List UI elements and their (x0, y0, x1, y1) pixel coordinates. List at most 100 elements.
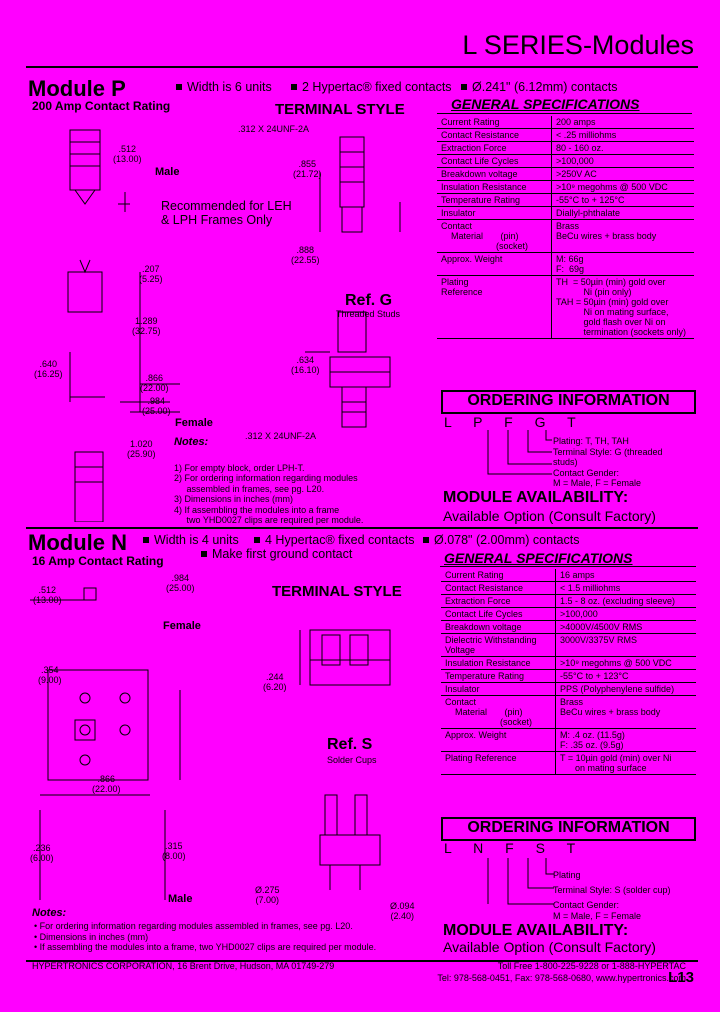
dim-label: 1.289(32.75) (132, 316, 161, 336)
spec-row: Insulation Resistance>10⁹ megohms @ 500 … (441, 656, 696, 670)
module-n-ordering-box: ORDERING INFORMATION (441, 817, 696, 841)
spec-row: Breakdown voltage>250V AC (437, 167, 694, 181)
footer-tel: Tel: 978-568-0451, Fax: 978-568-0680, ww… (437, 973, 686, 983)
dim-label: .512(13.00) (113, 144, 142, 164)
spec-value: M: 66g F: 69g (551, 252, 694, 276)
spec-value: 3000V/3375V RMS (555, 633, 696, 657)
spec-rule (440, 566, 696, 567)
spec-value: >10⁹ megohms @ 500 VDC (551, 180, 694, 194)
spec-key: Dielectric Withstanding Voltage (441, 633, 556, 657)
module-p-title: Module P (28, 76, 126, 101)
module-n-title: Module N (28, 530, 127, 555)
module-p-rating: 200 Amp Contact Rating (32, 99, 171, 113)
footer-company: HYPERTRONICS CORPORATION, 16 Brent Drive… (32, 961, 335, 971)
dim-label: .634(16.10) (291, 355, 320, 375)
spec-value: Brass BeCu wires + brass body (555, 695, 696, 729)
spec-value: >250V AC (551, 167, 694, 181)
module-p-feature: Ø.241" (6.12mm) contacts (461, 80, 617, 94)
module-p-avail-title: MODULE AVAILABILITY: (443, 489, 629, 506)
bullet-icon (254, 537, 260, 544)
dim-label: .888(22.55) (291, 245, 320, 265)
spec-key: Extraction Force (437, 141, 552, 155)
bullet-icon (143, 537, 149, 544)
top-rule (26, 66, 698, 68)
spec-key: Breakdown voltage (437, 167, 552, 181)
dim-label: .315(8.00) (162, 841, 186, 861)
module-p-feature: 2 Hypertac® fixed contacts (291, 80, 452, 94)
spec-row: Contact Life Cycles>100,000 (441, 607, 696, 621)
module-p-recommended: Recommended for LEH& LPH Frames Only (161, 199, 292, 227)
spec-value: 80 - 160 oz. (551, 141, 694, 155)
spec-value: 1.5 - 8 oz. (excluding sleeve) (555, 594, 696, 608)
spec-value: < .25 milliohms (551, 128, 694, 142)
dim-label: 1.020(25.90) (127, 439, 156, 459)
spec-value: -55°C to + 123°C (555, 669, 696, 683)
spec-value: TH = 50µin (min) gold over Ni (pin only)… (551, 275, 694, 339)
spec-key: Breakdown voltage (441, 620, 556, 634)
bullet-icon (176, 84, 182, 91)
spec-key: Contact Resistance (437, 128, 552, 142)
spec-row: Temperature Rating-55°C to + 125°C (437, 193, 694, 207)
module-p-avail-sub: Available Option (Consult Factory) (443, 508, 656, 524)
dim-label: .855(21.72) (293, 159, 322, 179)
thread-label: .312 X 24UNF-2A (238, 124, 310, 134)
module-p-spec-title: GENERAL SPECIFICATIONS (451, 96, 640, 112)
spec-row: Contact Resistance< 1.5 milliohms (441, 581, 696, 595)
bullet-icon (461, 84, 467, 91)
module-n-feature: 4 Hypertac® fixed contacts (254, 533, 415, 547)
spec-value: >100,000 (551, 154, 694, 168)
dim-label: .512(13.00) (33, 585, 62, 605)
module-n-order-lines: Plating Terminal Style: S (solder cup) C… (553, 870, 671, 921)
spec-value: >4000V/4500V RMS (555, 620, 696, 634)
module-p-feature: Width is 6 units (176, 80, 272, 94)
spec-key: Insulation Resistance (437, 180, 552, 194)
spec-value: Diallyl-phthalate (551, 206, 694, 220)
section-rule (26, 527, 698, 529)
module-p-ordering-title: ORDERING INFORMATION (467, 392, 670, 409)
dim-label: .236(6.00) (30, 843, 54, 863)
module-n-feature: Make first ground contact (201, 547, 352, 561)
dim-label: .984(25.00) (142, 396, 171, 416)
module-p-female-label: Female (175, 417, 213, 429)
spec-key: Approx. Weight (441, 728, 556, 752)
module-n-order-leaders (487, 858, 554, 905)
module-n-notes: • For ordering information regarding mod… (34, 921, 377, 952)
spec-key: Contact Life Cycles (437, 154, 552, 168)
spec-key: Approx. Weight (437, 252, 552, 276)
spec-value: -55°C to + 125°C (551, 193, 694, 207)
module-p-notes-title: Notes: (174, 436, 209, 448)
spec-key: Current Rating (441, 569, 556, 582)
footer-tollfree: Toll Free 1-800-225-9228 or 1-888-HYPERT… (497, 961, 686, 971)
module-n-female-label: Female (163, 620, 201, 632)
spec-key: Insulator (437, 206, 552, 220)
spec-value: T = 10µin gold (min) over Ni on mating s… (555, 751, 696, 775)
spec-row: Contact Life Cycles>100,000 (437, 154, 694, 168)
module-n-ref-sub: Solder Cups (327, 755, 377, 765)
module-n-avail-sub: Available Option (Consult Factory) (443, 939, 656, 955)
spec-key: Insulation Resistance (441, 656, 556, 670)
dim-label: .866(22.00) (140, 373, 169, 393)
spec-key: Contact Life Cycles (441, 607, 556, 621)
module-n-terminal-style: TERMINAL STYLE (272, 583, 402, 600)
page-number: L13 (668, 969, 694, 986)
dim-label: Ø.094(2.40) (390, 901, 415, 921)
spec-key: Contact Resistance (441, 581, 556, 595)
spec-value: < 1.5 milliohms (555, 581, 696, 595)
bullet-icon (201, 551, 207, 558)
spec-value: M: .4 oz. (11.5g) F: .35 oz. (9.5g) (555, 728, 696, 752)
module-p-terminal-style: TERMINAL STYLE (275, 101, 405, 118)
thread-label: .312 X 24UNF-2A (245, 431, 317, 441)
spec-row: Contact Material (pin) (socket)Brass BeC… (441, 695, 696, 729)
spec-row: Contact Resistance< .25 milliohms (437, 128, 694, 142)
spec-value: 16 amps (555, 569, 696, 582)
bullet-icon (423, 537, 429, 544)
module-n-notes-title: Notes: (32, 907, 67, 919)
